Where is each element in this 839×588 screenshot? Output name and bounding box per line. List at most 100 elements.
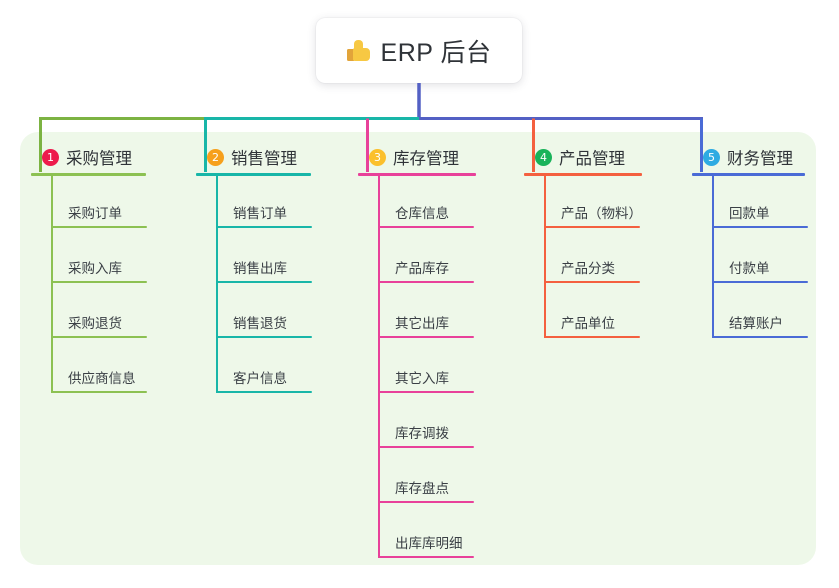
branch-column-5: 5 财务管理回款单付款单结算账户 [692,146,808,341]
branch-header-2[interactable]: 2 销售管理 [196,146,311,168]
leaf-item-label: 销售出库 [233,261,287,276]
branch-header-5[interactable]: 5 财务管理 [692,146,805,168]
leaf-item[interactable]: 采购退货 [31,286,147,341]
leaf-item-label: 采购入库 [68,261,122,276]
leaf-item-underline [378,336,474,338]
leaf-item-underline [51,281,147,283]
branch-underline-5 [692,173,805,176]
leaf-item-label: 产品分类 [561,261,615,276]
leaf-item[interactable]: 其它入库 [358,341,476,396]
branch-trunk-4 [544,176,546,338]
leaf-item[interactable]: 客户信息 [196,341,312,396]
leaf-item-label: 库存调拨 [395,426,449,441]
branch-trunk-1 [51,176,53,393]
branch-header-3[interactable]: 3 库存管理 [358,146,476,168]
leaf-item-label: 供应商信息 [68,371,136,386]
leaf-item-underline [51,226,147,228]
branch-items-3: 仓库信息产品库存其它出库其它入库库存调拨库存盘点出库库明细 [358,176,476,561]
branch-badge-5: 5 [703,148,720,166]
branch-header-1[interactable]: 1 采购管理 [31,146,146,168]
branch-badge-2: 2 [207,148,224,166]
leaf-item-underline [216,391,312,393]
leaf-item-underline [378,556,474,558]
leaf-item[interactable]: 付款单 [692,231,808,286]
branch-column-2: 2 销售管理销售订单销售出库销售退货客户信息 [196,146,312,396]
branch-title-3: 库存管理 [393,150,459,168]
leaf-item-underline [712,226,808,228]
branch-underline-4 [524,173,642,176]
leaf-item-label: 仓库信息 [395,206,449,221]
leaf-item-underline [712,281,808,283]
leaf-item-underline [51,336,147,338]
branch-header-4[interactable]: 4 产品管理 [524,146,642,168]
leaf-item-underline [378,446,474,448]
leaf-item-label: 产品（物料） [561,206,642,221]
branch-title-4: 产品管理 [559,150,625,168]
leaf-item-label: 结算账户 [729,316,783,331]
branch-items-1: 采购订单采购入库采购退货供应商信息 [31,176,147,396]
leaf-item[interactable]: 回款单 [692,176,808,231]
branch-items-4: 产品（物料） 产品分类产品单位 [524,176,642,341]
branch-badge-4: 4 [535,148,552,166]
leaf-item[interactable]: 销售出库 [196,231,312,286]
leaf-item-underline [216,281,312,283]
leaf-item-underline [544,226,640,228]
branch-underline-3 [358,173,476,176]
leaf-item-underline [712,336,808,338]
leaf-item-label: 付款单 [729,261,770,276]
leaf-item[interactable]: 结算账户 [692,286,808,341]
leaf-item-underline [378,281,474,283]
leaf-item-underline [378,226,474,228]
leaf-item[interactable]: 供应商信息 [31,341,147,396]
leaf-item[interactable]: 产品库存 [358,231,476,286]
branch-trunk-3 [378,176,380,558]
leaf-item-label: 库存盘点 [395,481,449,496]
branch-trunk-5 [712,176,714,338]
branch-badge-3: 3 [369,148,386,166]
branch-trunk-2 [216,176,218,393]
thumbs-up-icon [346,39,370,62]
root-node-content: ERP 后台 [346,33,492,69]
leaf-item-label: 回款单 [729,206,770,221]
leaf-item[interactable]: 库存盘点 [358,451,476,506]
branch-column-1: 1 采购管理采购订单采购入库采购退货供应商信息 [31,146,147,396]
leaf-item[interactable]: 出库库明细 [358,506,476,561]
leaf-item[interactable]: 采购订单 [31,176,147,231]
leaf-item-underline [544,336,640,338]
branch-items-5: 回款单付款单结算账户 [692,176,808,341]
branch-underline-2 [196,173,311,176]
leaf-item-label: 销售退货 [233,316,287,331]
leaf-item[interactable]: 采购入库 [31,231,147,286]
leaf-item[interactable]: 库存调拨 [358,396,476,451]
leaf-item[interactable]: 其它出库 [358,286,476,341]
leaf-item-underline [378,391,474,393]
leaf-item-underline [378,501,474,503]
branch-items-2: 销售订单销售出库销售退货客户信息 [196,176,312,396]
leaf-item[interactable]: 产品单位 [524,286,642,341]
leaf-item[interactable]: 销售退货 [196,286,312,341]
branch-column-4: 4 产品管理产品（物料） 产品分类产品单位 [524,146,642,341]
leaf-item-label: 产品库存 [395,261,449,276]
leaf-item-label: 出库库明细 [395,536,463,551]
leaf-item-label: 产品单位 [561,316,615,331]
leaf-item[interactable]: 产品分类 [524,231,642,286]
leaf-item[interactable]: 产品（物料） [524,176,642,231]
branch-title-5: 财务管理 [727,150,793,168]
branch-badge-1: 1 [42,148,59,166]
branch-column-3: 3 库存管理仓库信息产品库存其它出库其它入库库存调拨库存盘点出库库明细 [358,146,476,561]
leaf-item-underline [216,226,312,228]
branch-title-1: 采购管理 [66,150,132,168]
root-title: ERP 后台 [380,38,492,67]
branches-panel [20,132,816,565]
branch-underline-1 [31,173,146,176]
leaf-item-label: 销售订单 [233,206,287,221]
leaf-item-label: 其它出库 [395,316,449,331]
leaf-item[interactable]: 销售订单 [196,176,312,231]
root-node[interactable]: ERP 后台 [316,18,522,83]
leaf-item-label: 采购退货 [68,316,122,331]
branch-title-2: 销售管理 [231,150,297,168]
leaf-item[interactable]: 仓库信息 [358,176,476,231]
leaf-item-underline [544,281,640,283]
leaf-item-underline [216,336,312,338]
